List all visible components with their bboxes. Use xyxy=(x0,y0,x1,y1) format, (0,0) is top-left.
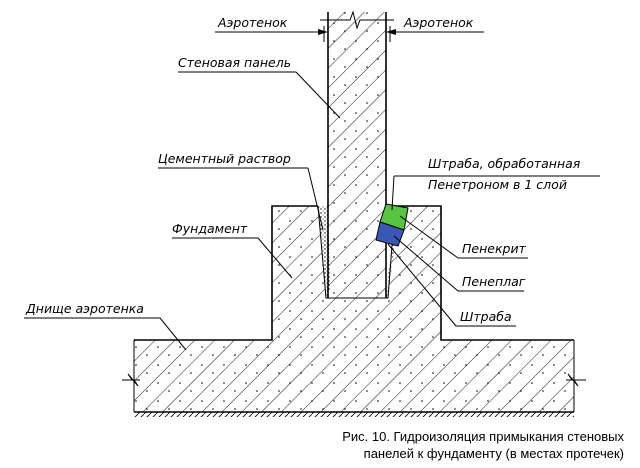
cement-mortar-leader xyxy=(158,167,324,231)
label-groove: Штраба xyxy=(460,309,512,324)
peneplag-fill xyxy=(375,221,405,247)
label-wall-panel: Стеновая панель xyxy=(178,55,291,70)
caption-line-1: Рис. 10. Гидроизоляция примыкания стенов… xyxy=(342,429,624,444)
ground-strip xyxy=(134,412,574,417)
label-aerotank-right: Аэротенок xyxy=(403,15,474,30)
tank-bottom-slab xyxy=(134,206,574,412)
foundation-leader xyxy=(172,237,293,279)
break-mark-left xyxy=(122,373,140,387)
aerotank-left-leader xyxy=(215,26,328,42)
label-aerotank-left: Аэротенок xyxy=(217,15,288,30)
tank-bottom-leader xyxy=(24,317,187,351)
label-tank-bottom: Днище аэротенка xyxy=(25,301,144,316)
label-penekrit: Пенекрит xyxy=(462,241,527,256)
figure-caption: Рис. 10. Гидроизоляция примыкания стенов… xyxy=(204,428,624,462)
label-foundation: Фундамент xyxy=(172,221,248,236)
cement-mortar-fill xyxy=(318,206,330,298)
label-groove-treated-2: Пенетроном в 1 слой xyxy=(428,177,567,192)
penekrit-leader xyxy=(399,215,528,259)
caption-line-2: панелей к фундаменту (в местах протечек) xyxy=(363,446,624,461)
groove-treated-leader xyxy=(391,175,600,211)
wall-panel-leader xyxy=(178,71,341,119)
label-peneplag: Пенеплаг xyxy=(462,274,526,289)
peneplag-leader xyxy=(393,235,524,292)
groove-leader xyxy=(387,243,516,327)
label-groove-treated-1: Штраба, обработанная xyxy=(428,156,581,171)
wall-panel xyxy=(320,10,394,299)
aerotank-right-leader xyxy=(386,26,484,42)
label-cement-mortar: Цементный раствор xyxy=(158,151,291,166)
break-mark-right xyxy=(566,373,586,387)
